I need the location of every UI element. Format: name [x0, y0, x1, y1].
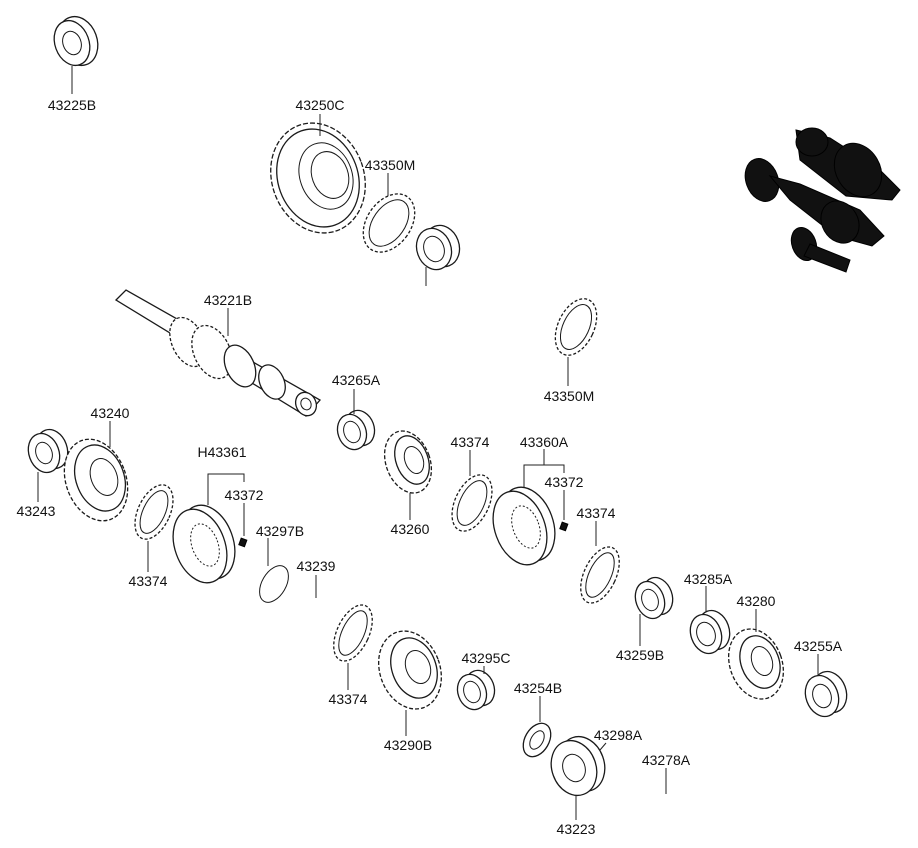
needle-bearing-43255a[interactable]: [800, 667, 852, 721]
collar-43259b[interactable]: [630, 573, 677, 622]
gear-43250c[interactable]: [256, 110, 381, 247]
synchro-ring-43374-right[interactable]: [573, 541, 627, 609]
synchro-hub-h43361[interactable]: [164, 498, 245, 591]
synchro-ring-43350m-top[interactable]: [353, 184, 426, 262]
label-43225b[interactable]: 43225B: [48, 97, 96, 113]
needle-bearing-43285a[interactable]: [685, 606, 735, 658]
label-h43361[interactable]: H43361: [197, 444, 246, 460]
label-43255a[interactable]: 43255A: [794, 638, 843, 654]
label-43295c[interactable]: 43295C: [461, 650, 510, 666]
synchro-hub-43360a[interactable]: [484, 480, 565, 573]
label-43290b[interactable]: 43290B: [384, 737, 432, 753]
label-43298a[interactable]: 43298A: [594, 727, 643, 743]
label-43265a[interactable]: 43265A: [332, 372, 381, 388]
synchro-ring-43374-mid[interactable]: [444, 469, 500, 538]
gear-43240[interactable]: [53, 430, 138, 529]
needle-bearing-top[interactable]: [411, 220, 465, 274]
snap-ring-43297b[interactable]: [254, 561, 295, 608]
label-43260[interactable]: 43260: [391, 521, 430, 537]
label-43360a[interactable]: 43360A: [520, 434, 569, 450]
key-43372-right[interactable]: [559, 521, 569, 532]
label-43240[interactable]: 43240: [91, 405, 130, 421]
key-43372-left[interactable]: [238, 537, 248, 548]
label-43372-left[interactable]: 43372: [225, 487, 264, 503]
gear-43260[interactable]: [376, 424, 439, 499]
label-43250c[interactable]: 43250C: [295, 97, 344, 113]
part-labels: 43225B 43250C 43350M 43221B 43350M 43265…: [17, 97, 843, 837]
label-43259b[interactable]: 43259B: [616, 647, 664, 663]
label-43278a[interactable]: 43278A: [642, 752, 691, 768]
label-43239[interactable]: 43239: [297, 558, 336, 574]
label-43221b[interactable]: 43221B: [204, 292, 252, 308]
label-43372-right[interactable]: 43372: [545, 474, 584, 490]
label-43223[interactable]: 43223: [557, 821, 596, 837]
gear-43290b[interactable]: [368, 622, 452, 718]
needle-bearing-43295c[interactable]: [453, 666, 500, 713]
synchro-ring-43350m-mid[interactable]: [547, 292, 605, 362]
label-43350m-mid[interactable]: 43350M: [544, 388, 595, 404]
collar-43243[interactable]: [23, 425, 73, 477]
synchro-ring-43374-lower[interactable]: [326, 599, 380, 667]
label-43297b[interactable]: 43297B: [256, 523, 304, 539]
label-43280[interactable]: 43280: [737, 593, 776, 609]
washer-43254b[interactable]: [518, 718, 557, 761]
label-43374-lower[interactable]: 43374: [329, 691, 368, 707]
gear-43280[interactable]: [719, 621, 792, 706]
label-43350m-top[interactable]: 43350M: [365, 157, 416, 173]
bearing-43223[interactable]: [544, 730, 612, 802]
label-43374-left[interactable]: 43374: [129, 573, 168, 589]
label-43254b[interactable]: 43254B: [514, 680, 562, 696]
bearing-43225b[interactable]: [48, 11, 104, 71]
leader-lines: [37, 66, 819, 820]
main-shaft-43221b[interactable]: [114, 289, 322, 419]
needle-bearing-43265a[interactable]: [333, 406, 380, 453]
label-43374-mid[interactable]: 43374: [451, 434, 490, 450]
label-43374-right[interactable]: 43374: [577, 505, 616, 521]
label-43243[interactable]: 43243: [17, 503, 56, 519]
label-43285a[interactable]: 43285A: [684, 571, 733, 587]
assembly-thumbnail-icon: [744, 127, 901, 273]
synchro-ring-43374-left[interactable]: [127, 479, 181, 545]
